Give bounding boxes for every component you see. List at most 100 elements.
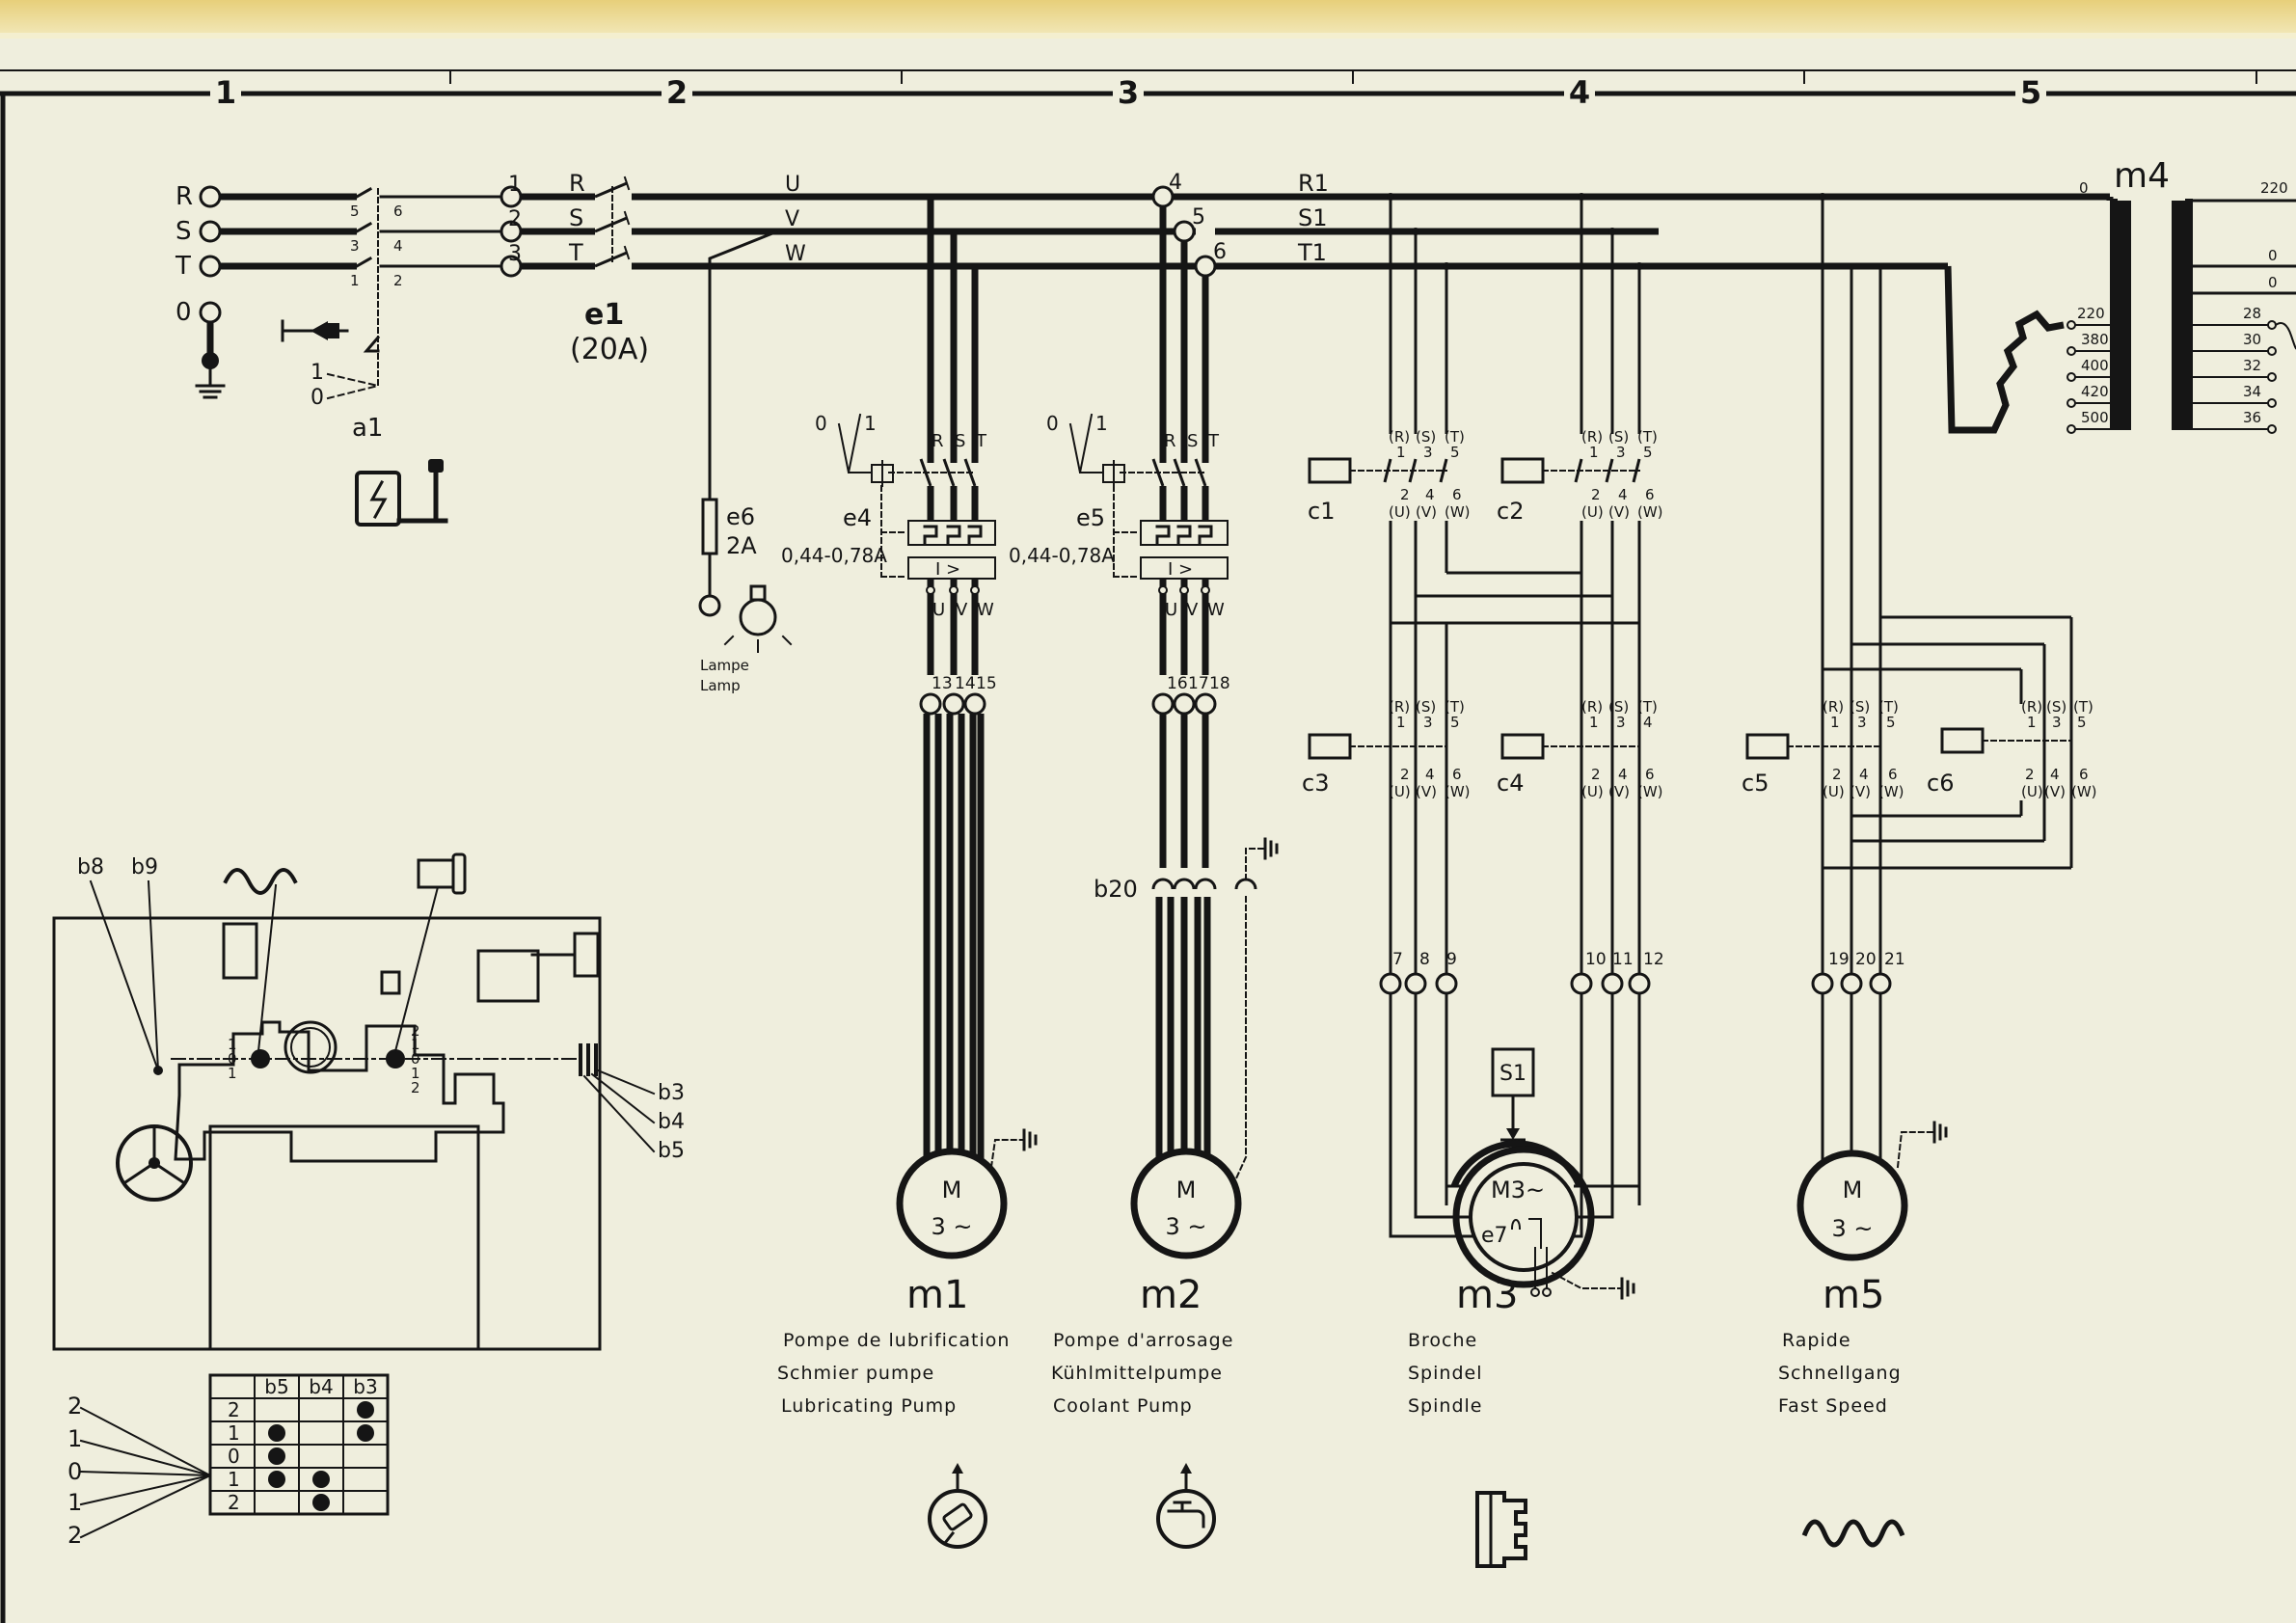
fast-speed-circuit: (R) (S) (T) 1 3 5 2 4 6 (U) (V) (W) c5 (… xyxy=(1742,193,2097,1548)
svg-text:2: 2 xyxy=(1591,486,1601,503)
svg-text:1: 1 xyxy=(68,1425,82,1452)
table-row-label: 0 xyxy=(228,1445,240,1468)
svg-text:I >: I > xyxy=(935,559,960,580)
svg-text:0: 0 xyxy=(2079,179,2089,197)
lubrication-icon xyxy=(928,1463,987,1549)
svg-text:Kühlmittelpumpe: Kühlmittelpumpe xyxy=(1051,1363,1223,1384)
svg-text:5: 5 xyxy=(1886,714,1896,731)
svg-text:(U): (U) xyxy=(1389,503,1411,521)
svg-text:1: 1 xyxy=(228,1065,237,1082)
contactor-c4-label: c4 xyxy=(1497,770,1524,797)
table-header: b5 xyxy=(264,1375,288,1398)
svg-text:(T): (T) xyxy=(1445,428,1465,446)
svg-text:V: V xyxy=(785,207,799,231)
svg-text:5: 5 xyxy=(2077,714,2087,731)
contactor-c1: (R) (S) (T) 1 3 5 2 4 6 (U) (V) (W) c1 xyxy=(1308,428,1471,525)
svg-text:14: 14 xyxy=(955,674,976,693)
column-number: 3 xyxy=(1118,74,1139,111)
svg-text:0: 0 xyxy=(411,1050,420,1068)
svg-text:S1: S1 xyxy=(1298,204,1328,231)
column-ruler: 1 2 3 4 5 xyxy=(0,69,2296,1623)
distribution-nodes: 4 5 6 R1 S1 T1 xyxy=(1151,170,1659,278)
svg-text:6: 6 xyxy=(1888,766,1898,783)
wave-symbol-icon xyxy=(223,868,298,895)
svg-text:(T): (T) xyxy=(1445,698,1465,716)
svg-text:220: 220 xyxy=(2077,305,2105,322)
svg-text:1: 1 xyxy=(311,361,324,385)
svg-text:3: 3 xyxy=(1857,714,1867,731)
svg-text:6: 6 xyxy=(393,203,403,220)
overload-relay-e5 xyxy=(1140,520,1229,546)
motor-m5 xyxy=(1796,1150,1908,1261)
svg-text:2: 2 xyxy=(68,1393,82,1420)
svg-text:T: T xyxy=(568,239,583,266)
svg-text:2A: 2A xyxy=(726,532,757,559)
svg-text:e6: e6 xyxy=(726,503,755,530)
terminal-t xyxy=(199,255,222,278)
svg-text:b8: b8 xyxy=(77,855,104,879)
binding-tape-edge xyxy=(0,33,2296,39)
svg-text:(W): (W) xyxy=(1637,503,1663,521)
svg-text:4: 4 xyxy=(1425,486,1435,503)
svg-text:420: 420 xyxy=(2081,383,2109,400)
coolant-icon xyxy=(1156,1463,1216,1549)
svg-text:(S): (S) xyxy=(2046,698,2066,716)
starter-e5-label: e5 xyxy=(1076,504,1105,531)
svg-text:380: 380 xyxy=(2081,331,2109,348)
svg-text:(R): (R) xyxy=(1581,428,1603,446)
svg-text:(S): (S) xyxy=(1416,428,1436,446)
svg-text:6: 6 xyxy=(1645,486,1655,503)
contactor-c4: (R) (S) (T) 1 3 4 2 4 6 (U) (V) (W) c4 xyxy=(1497,698,1663,800)
svg-text:500: 500 xyxy=(2081,409,2109,426)
svg-text:T: T xyxy=(975,431,987,451)
svg-text:(S): (S) xyxy=(1608,698,1629,716)
svg-text:M: M xyxy=(1176,1177,1197,1204)
transformer-m4-label: m4 xyxy=(2114,156,2170,196)
svg-text:5: 5 xyxy=(1450,714,1460,731)
svg-text:3: 3 xyxy=(508,242,522,266)
svg-text:2: 2 xyxy=(1400,766,1410,783)
svg-text:Fast Speed: Fast Speed xyxy=(1778,1395,1888,1417)
svg-text:0,44-0,78A: 0,44-0,78A xyxy=(781,544,887,567)
svg-text:3: 3 xyxy=(1616,714,1626,731)
svg-text:Pompe de lubrification: Pompe de lubrification xyxy=(783,1330,1010,1351)
svg-text:(U): (U) xyxy=(1823,783,1845,800)
svg-text:(U): (U) xyxy=(1581,783,1604,800)
table-dot xyxy=(357,1424,374,1442)
svg-text:36: 36 xyxy=(2243,409,2261,426)
svg-text:V: V xyxy=(956,600,968,620)
svg-text:e7: e7 xyxy=(1481,1224,1508,1248)
svg-text:(V): (V) xyxy=(1608,503,1630,521)
svg-text:(V): (V) xyxy=(1850,783,1871,800)
svg-text:b20: b20 xyxy=(1094,876,1138,903)
svg-text:Lampe: Lampe xyxy=(700,657,749,674)
svg-text:4: 4 xyxy=(1425,766,1435,783)
lamp-icon xyxy=(723,584,793,653)
table-header: b3 xyxy=(353,1375,377,1398)
svg-text:12: 12 xyxy=(1643,950,1664,969)
table-dot xyxy=(268,1471,285,1488)
svg-text:(W): (W) xyxy=(1445,503,1471,521)
svg-text:2: 2 xyxy=(411,1022,420,1040)
svg-text:7: 7 xyxy=(1392,950,1403,969)
contactor-c3: (R) (S) (T) 1 3 5 2 4 6 (U) (V) (W) c3 xyxy=(1302,698,1471,800)
svg-text:Rapide: Rapide xyxy=(1782,1330,1851,1351)
svg-text:R1: R1 xyxy=(1298,170,1329,197)
svg-text:M3~: M3~ xyxy=(1491,1177,1545,1204)
svg-text:2: 2 xyxy=(2025,766,2035,783)
svg-text:3 ~: 3 ~ xyxy=(1831,1215,1873,1242)
svg-text:S: S xyxy=(176,217,192,246)
lamp-circuit: e6 2A Lampe Lamp xyxy=(698,230,793,694)
svg-text:1: 1 xyxy=(411,1036,420,1053)
svg-text:S: S xyxy=(569,204,583,231)
svg-text:1: 1 xyxy=(1589,444,1599,461)
contactor-c5-label: c5 xyxy=(1742,770,1769,797)
svg-text:3: 3 xyxy=(2052,714,2062,731)
svg-text:6: 6 xyxy=(1452,486,1462,503)
svg-text:1: 1 xyxy=(411,1065,420,1082)
svg-text:Broche: Broche xyxy=(1408,1330,1477,1351)
table-dot xyxy=(268,1447,285,1465)
